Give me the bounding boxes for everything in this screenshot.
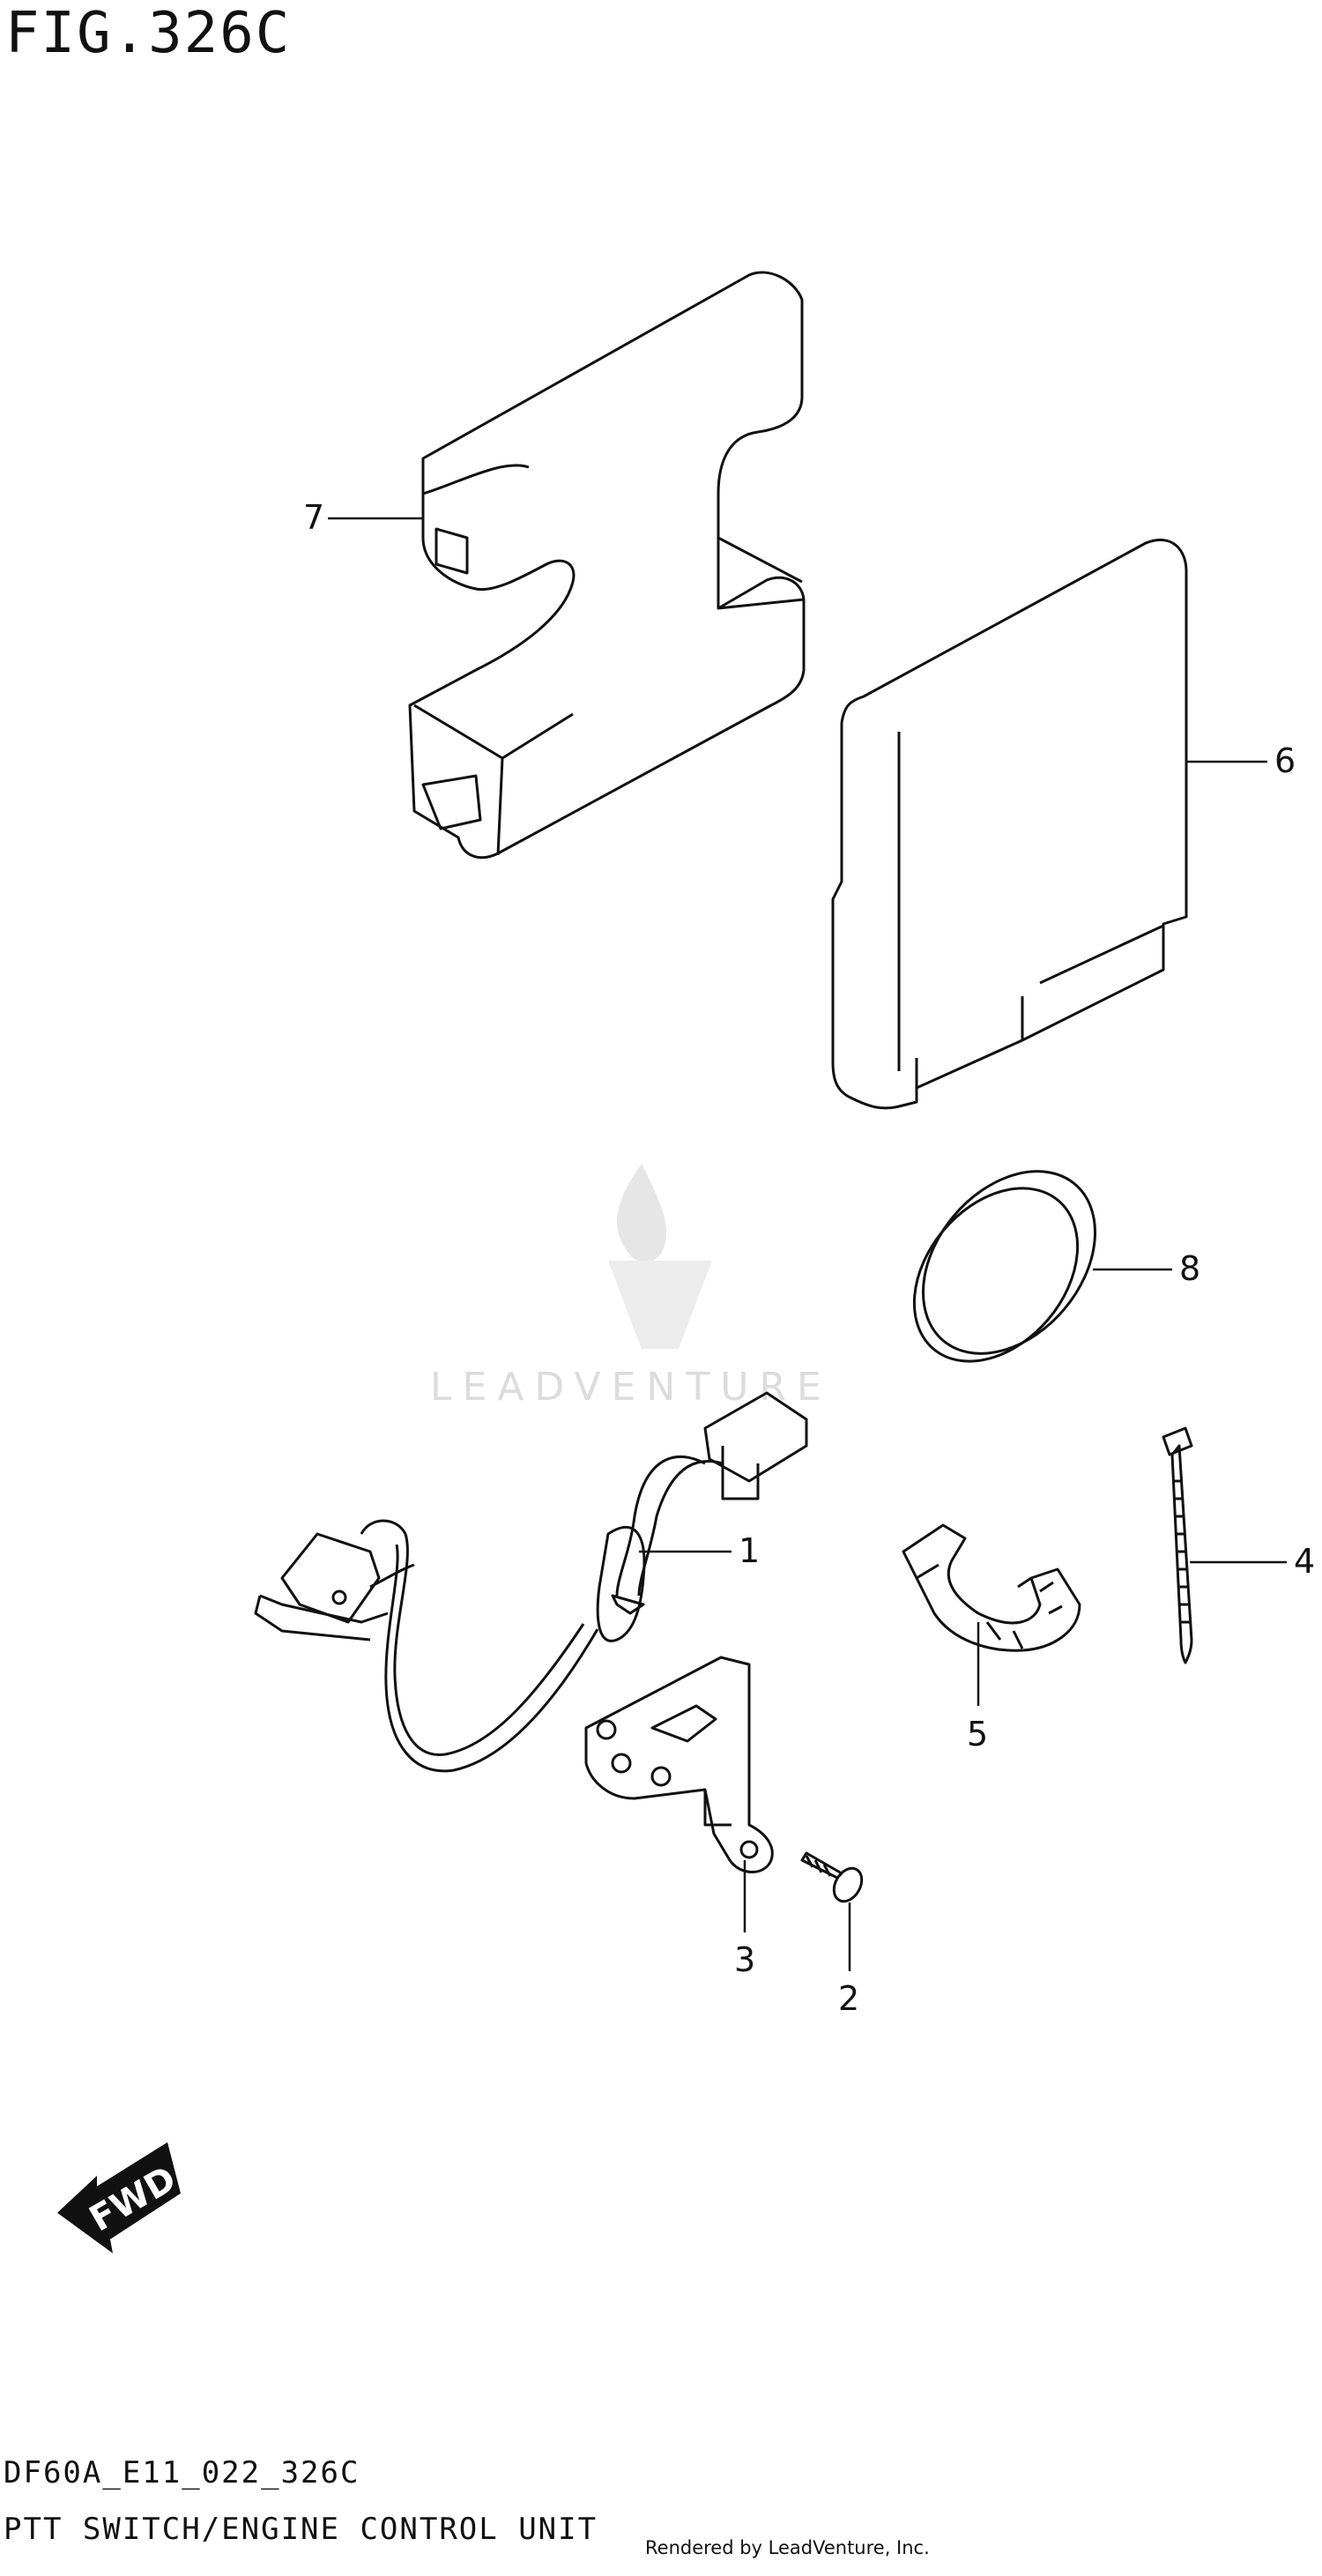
part-screw [800, 1851, 864, 1903]
watermark-text: LEADVENTURE [430, 1365, 832, 1410]
part-bracket [584, 1656, 774, 1873]
part-ecu-cover [408, 271, 806, 860]
fwd-arrow-icon [57, 2142, 181, 2253]
part-cap [912, 1170, 1096, 1363]
callout-4-label: 4 [1294, 1542, 1315, 1581]
part-clamp [902, 1523, 1081, 1652]
figure-title: FIG.326C [5, 1, 292, 66]
callout-leaders [328, 517, 1287, 1971]
callout-1-label: 1 [739, 1531, 760, 1570]
render-credit: Rendered by LeadVenture, Inc. [645, 2537, 930, 2558]
callout-8-label: 8 [1179, 1249, 1200, 1288]
part-engine-control-unit [831, 538, 1188, 1110]
part-cable-tie [1162, 1426, 1193, 1664]
watermark-v-icon [608, 1261, 712, 1349]
diagram-code: DF60A_E11_022_326C [4, 2455, 360, 2490]
callout-7-label: 7 [303, 498, 324, 537]
callout-2-label: 2 [838, 1979, 859, 2018]
watermark-flame-icon [617, 1164, 667, 1262]
fwd-direction-arrow: FWD [57, 2142, 183, 2253]
diagram-caption: PTT SWITCH/ENGINE CONTROL UNIT [4, 2512, 598, 2547]
callout-labels: 1 2 3 4 5 6 7 8 [303, 498, 1315, 2018]
callout-5-label: 5 [967, 1715, 988, 1753]
callout-3-label: 3 [734, 1940, 755, 1979]
callout-6-label: 6 [1274, 741, 1296, 780]
watermark: LEADVENTURE [430, 1164, 832, 1410]
part-ptt-switch-harness [254, 1391, 808, 1773]
